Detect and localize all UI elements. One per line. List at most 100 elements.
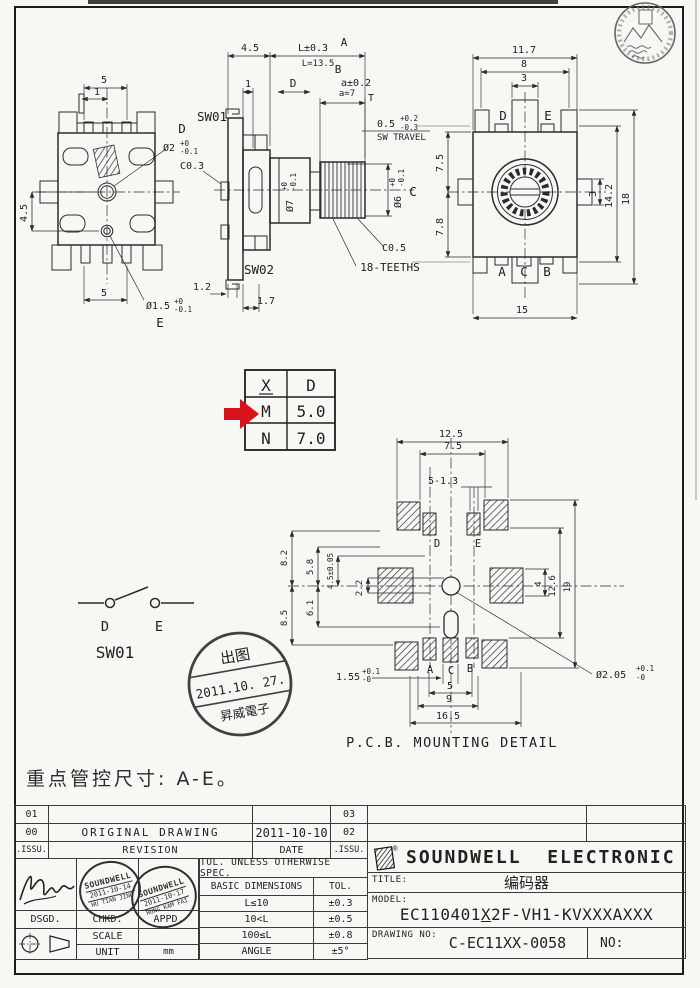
pcb-dim-4: 4 — [534, 581, 544, 586]
signature-cell — [14, 858, 77, 911]
drawing-no-value: C-EC11XX-0058 — [448, 934, 567, 952]
first-angle-projection-icon — [18, 933, 70, 955]
front-hole-e-dia: Ø1.5 — [146, 300, 170, 312]
ref-letter-c: C — [409, 184, 417, 199]
rear-dim-3r: 3 — [588, 191, 599, 197]
company-name: SOUNDWELL ELECTRONIC — [406, 846, 676, 868]
dia7-tolup: +0 — [280, 181, 289, 191]
side-neck — [309, 171, 321, 211]
pcb-center-hole — [441, 576, 461, 596]
pcb-pad-d — [422, 512, 437, 536]
chamfer-c05-leader — [357, 218, 385, 248]
tol-header: TOL. UNLESS OTHERWISE SPEC. — [199, 857, 368, 879]
side-nub-upper — [220, 181, 230, 201]
teeth-callout: 18-TEETHS — [360, 261, 420, 274]
pcb-label-b: B — [467, 663, 473, 675]
rear-terminal-e — [540, 123, 555, 133]
front-ext-bot5 — [83, 266, 128, 304]
sw01-contact-d — [104, 597, 116, 609]
scale-label: SCALE — [76, 928, 139, 945]
rear-ext-117 — [472, 54, 578, 130]
side-dim-L: L±0.3 — [298, 43, 328, 54]
key-x: X — [261, 376, 271, 395]
front-lug-br — [142, 244, 163, 271]
rear-shaft-slot — [511, 188, 539, 196]
dia7-callout: Ø7 +0 -0.1 — [280, 173, 298, 212]
rev-date-03 — [586, 805, 686, 824]
pcb-dim-205: Ø2.05 — [596, 669, 626, 681]
rear-lug-br — [562, 256, 578, 274]
front-hole-e-toldn: -0.1 — [174, 305, 192, 314]
pcb-mounting-detail: 12.5 7.5 5-1.3 8.2 8.5 5.8 6.1 4.5±0.05 … — [280, 429, 654, 751]
pcb-dim-82: 8.2 — [280, 550, 290, 566]
pcb-ext-right3 — [509, 499, 579, 669]
front-view: 5 1 4.5 5 D Ø2 +0 -0.1 Ø1.5 +0 -0.1 E — [19, 75, 198, 330]
key-n-val: 7.0 — [297, 429, 326, 448]
sw01-schematic: D E SW01 — [78, 586, 194, 662]
key-m-val: 5.0 — [297, 402, 326, 421]
pcb-dim-58: 5.8 — [306, 559, 316, 575]
pcb-dim-125: 12.5 — [439, 429, 463, 440]
sheet-border — [14, 6, 684, 975]
rear-dim-18: 18 — [621, 193, 632, 205]
model-prefix: EC110401 — [399, 904, 481, 924]
pcb-dim-85: 8.5 — [280, 610, 290, 626]
pcb-dim-165: 16.5 — [436, 711, 460, 722]
rear-label-c: C — [520, 264, 528, 279]
pcb-pad-bl — [394, 641, 419, 671]
front-slot-tr — [128, 147, 155, 166]
sw01-label-d: D — [101, 619, 109, 635]
tol-row1-val: ±0.3 — [313, 895, 368, 912]
front-slot-tl — [62, 147, 89, 166]
dia7-val: Ø7 — [284, 200, 296, 212]
pcb-ext-75 — [419, 450, 486, 500]
pcb-pad-br — [481, 639, 508, 669]
drawing-no-row: DRAWING NO: C-EC11XX-0058 — [367, 927, 588, 959]
front-leader-e — [109, 235, 145, 301]
ref-letter-d: D — [290, 77, 297, 90]
front-lug-tl — [58, 111, 78, 134]
rear-lug-bl — [472, 256, 488, 274]
front-leader-d — [113, 148, 167, 187]
dia6-tolup: +0 — [388, 177, 397, 187]
rev-date-01 — [252, 805, 331, 824]
rev-desc-02 — [367, 823, 587, 842]
rear-teeth-ring — [500, 167, 550, 217]
side-dim-17: 1.7 — [257, 296, 275, 307]
pcb-pad-b — [465, 637, 479, 659]
side-dim-1: 1 — [245, 79, 251, 90]
pcb-dim-155-up: +0.1 — [362, 667, 380, 676]
tol-row4-dim: ANGLE — [199, 943, 314, 960]
title-label: TITLE: — [372, 875, 408, 885]
front-pin-t1 — [83, 121, 94, 134]
soundwell-logo-icon: ® — [374, 844, 398, 871]
side-plate — [227, 117, 244, 281]
rear-label-b: B — [543, 264, 551, 279]
projection-symbol-cell — [14, 928, 77, 960]
rear-tab-left — [457, 178, 474, 206]
rear-shaft-bore — [509, 176, 541, 208]
side-ext-1 — [242, 88, 254, 148]
company-header-cell: ® SOUNDWELL ELECTRONIC — [367, 841, 686, 873]
sw01-contact-e — [149, 597, 161, 609]
front-hole-e-inner — [103, 227, 111, 235]
front-dim-left45: 4.5 — [19, 204, 30, 222]
front-slot-bl — [59, 214, 86, 233]
pcb-label-c: C — [448, 665, 454, 677]
front-pin-t2 — [102, 121, 113, 134]
side-ext-top — [227, 52, 366, 158]
front-pin-b2 — [102, 244, 113, 264]
release-stamp-top: 出图 — [219, 645, 252, 668]
tol-row4-val: ±5° — [313, 943, 368, 960]
pcb-pad-e — [466, 512, 481, 536]
sw-travel-tolup: +0.2 — [400, 114, 418, 123]
rev-date-02 — [586, 823, 686, 842]
pcb-ext-125 — [396, 438, 509, 500]
rear-terminal-c — [516, 256, 532, 267]
front-pin-b3 — [121, 244, 132, 264]
pcb-dim-61: 6.1 — [306, 600, 316, 616]
pcb-leader-205 — [455, 591, 593, 675]
rear-ext-15 — [472, 259, 578, 314]
front-dim-top5: 5 — [101, 75, 107, 86]
